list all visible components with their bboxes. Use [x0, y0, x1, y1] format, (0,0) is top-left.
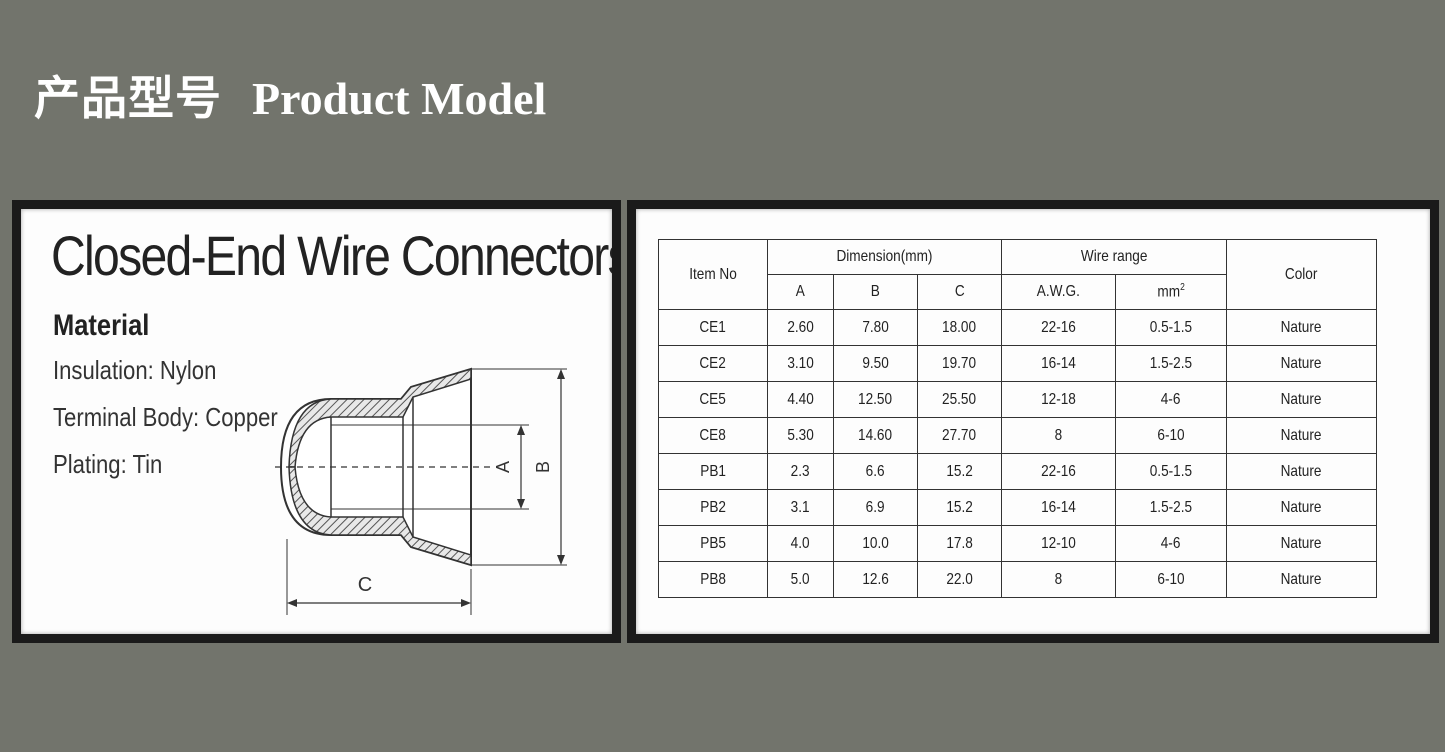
cell-color: Nature — [1226, 525, 1377, 562]
cell-color: Nature — [1226, 489, 1377, 526]
dimension-b: B — [471, 368, 567, 566]
cell-dim-c: 19.70 — [917, 345, 1002, 382]
cell-awg: 16-14 — [1001, 345, 1116, 382]
cell-awg: 8 — [1001, 561, 1116, 598]
cell-mm2: 4-6 — [1115, 381, 1227, 418]
cell-color: Nature — [1226, 453, 1377, 490]
cell-mm2: 0.5-1.5 — [1115, 453, 1227, 490]
cell-color: Nature — [1226, 345, 1377, 382]
cell-dim-b: 7.80 — [833, 309, 918, 346]
cell-mm2: 6-10 — [1115, 561, 1227, 598]
heading-en: Product Model — [252, 73, 547, 124]
spec-table-card: Item No Dimension(mm) Wire range Color A… — [636, 209, 1430, 634]
cell-awg: 22-16 — [1001, 453, 1116, 490]
cell-dim-c: 17.8 — [917, 525, 1002, 562]
cell-awg: 12-18 — [1001, 381, 1116, 418]
spec-table-panel: Item No Dimension(mm) Wire range Color A… — [627, 200, 1439, 643]
cell-dim-a: 3.1 — [767, 489, 834, 526]
spec-table: Item No Dimension(mm) Wire range Color A… — [658, 239, 1377, 598]
material-terminal-body: Terminal Body: Copper — [53, 402, 278, 432]
label-c: C — [358, 574, 372, 596]
material-plating: Plating: Tin — [53, 449, 163, 479]
cell-color: Nature — [1226, 561, 1377, 598]
cell-awg: 22-16 — [1001, 309, 1116, 346]
cell-dim-a: 2.60 — [767, 309, 834, 346]
cell-item-no: CE5 — [658, 381, 768, 418]
product-title: Closed-End Wire Connectors — [51, 224, 612, 287]
cell-dim-a: 2.3 — [767, 453, 834, 490]
cell-dim-c: 25.50 — [917, 381, 1002, 418]
cell-mm2: 1.5-2.5 — [1115, 345, 1227, 382]
cell-item-no: PB1 — [658, 453, 768, 490]
cell-item-no: CE8 — [658, 417, 768, 454]
cell-dim-b: 14.60 — [833, 417, 918, 454]
cell-item-no: CE1 — [658, 309, 768, 346]
cell-color: Nature — [1226, 417, 1377, 454]
connector-info-card: Closed-End Wire Connectors Material Insu… — [21, 209, 612, 634]
header-a: A — [767, 274, 834, 310]
cell-awg: 16-14 — [1001, 489, 1116, 526]
cell-mm2: 1.5-2.5 — [1115, 489, 1227, 526]
cell-dim-a: 4.0 — [767, 525, 834, 562]
header-wire-range: Wire range — [1001, 239, 1227, 275]
cell-color: Nature — [1226, 309, 1377, 346]
header-c: C — [917, 274, 1002, 310]
header-item-no: Item No — [658, 239, 768, 310]
cell-item-no: PB8 — [658, 561, 768, 598]
cell-dim-a: 3.10 — [767, 345, 834, 382]
cell-dim-b: 6.6 — [833, 453, 918, 490]
connector-info-panel: Closed-End Wire Connectors Material Insu… — [12, 200, 621, 643]
cell-awg: 12-10 — [1001, 525, 1116, 562]
cell-dim-b: 6.9 — [833, 489, 918, 526]
cell-mm2: 6-10 — [1115, 417, 1227, 454]
cell-item-no: CE2 — [658, 345, 768, 382]
cell-awg: 8 — [1001, 417, 1116, 454]
cell-dim-c: 27.70 — [917, 417, 1002, 454]
cell-dim-b: 12.50 — [833, 381, 918, 418]
cell-dim-a: 5.30 — [767, 417, 834, 454]
connector-diagram: A B C — [275, 367, 567, 615]
cell-dim-a: 4.40 — [767, 381, 834, 418]
dimension-c: C — [286, 539, 472, 615]
heading-cn: 产品型号 — [34, 71, 222, 125]
cell-dim-b: 12.6 — [833, 561, 918, 598]
header-dimension: Dimension(mm) — [767, 239, 1002, 275]
material-insulation: Insulation: Nylon — [53, 355, 217, 385]
header-awg: A.W.G. — [1001, 274, 1116, 310]
cell-mm2: 0.5-1.5 — [1115, 309, 1227, 346]
header-b: B — [833, 274, 918, 310]
cell-item-no: PB2 — [658, 489, 768, 526]
table-header-row: Item No Dimension(mm) Wire range Color — [658, 239, 1377, 310]
label-a: A — [493, 461, 513, 473]
table-subheader-row: A B C A.W.G. mm2 — [659, 274, 1377, 310]
header-mm2: mm2 — [1115, 274, 1227, 310]
page-heading: 产品型号 Product Model — [34, 62, 546, 128]
cell-dim-b: 9.50 — [833, 345, 918, 382]
cell-dim-b: 10.0 — [833, 525, 918, 562]
header-color: Color — [1226, 239, 1377, 310]
cell-dim-a: 5.0 — [767, 561, 834, 598]
cell-dim-c: 22.0 — [917, 561, 1002, 598]
cell-item-no: PB5 — [658, 525, 768, 562]
cell-color: Nature — [1226, 381, 1377, 418]
dimension-a: A — [331, 424, 529, 510]
material-heading: Material — [53, 309, 150, 342]
cell-dim-c: 15.2 — [917, 489, 1002, 526]
cell-dim-c: 15.2 — [917, 453, 1002, 490]
cell-mm2: 4-6 — [1115, 525, 1227, 562]
cell-dim-c: 18.00 — [917, 309, 1002, 346]
label-b: B — [533, 461, 553, 473]
